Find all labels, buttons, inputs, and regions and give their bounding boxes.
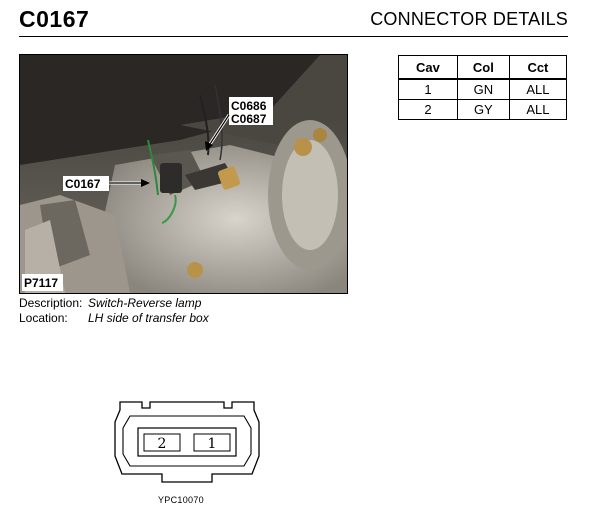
header-rule (19, 36, 568, 37)
location-value: LH side of transfer box (88, 311, 209, 325)
connector-photo: C0686 C0687 C0167 P7117 (19, 54, 348, 294)
diagram-ref: YPC10070 (158, 495, 204, 505)
cavity-2-label: 2 (158, 436, 167, 452)
cell-cav: 2 (398, 99, 458, 120)
table-row: 2 GY ALL (398, 99, 568, 120)
location-row: Location: LH side of transfer box (19, 311, 209, 326)
page-title: CONNECTOR DETAILS (370, 9, 568, 29)
connector-face-diagram: 2 1 (112, 396, 262, 493)
cavity-1-label: 1 (208, 436, 217, 452)
cell-col: GY (456, 99, 510, 120)
col-header-cav: Cav (398, 55, 458, 80)
callout-c0167: C0167 (65, 177, 101, 191)
cell-col: GN (456, 78, 510, 100)
cavity-table: Cav Col Cct 1 GN ALL 2 GY ALL (398, 55, 568, 120)
description-row: Description: Switch-Reverse lamp (19, 296, 209, 311)
connector-details: Description: Switch-Reverse lamp Locatio… (19, 296, 209, 326)
col-header-col: Col (456, 55, 510, 80)
cell-cct: ALL (508, 78, 568, 100)
photo-ref: P7117 (24, 276, 58, 290)
cell-cav: 1 (398, 78, 458, 100)
description-label: Description: (19, 296, 83, 310)
connector-code: C0167 (19, 6, 90, 32)
callout-c0687: C0687 (231, 112, 267, 126)
description-value: Switch-Reverse lamp (88, 296, 202, 310)
location-label: Location: (19, 311, 68, 325)
table-header-row: Cav Col Cct (398, 55, 568, 80)
col-header-cct: Cct (508, 55, 568, 80)
table-row: 1 GN ALL (398, 78, 568, 100)
callout-c0686: C0686 (231, 99, 267, 113)
cell-cct: ALL (508, 99, 568, 120)
